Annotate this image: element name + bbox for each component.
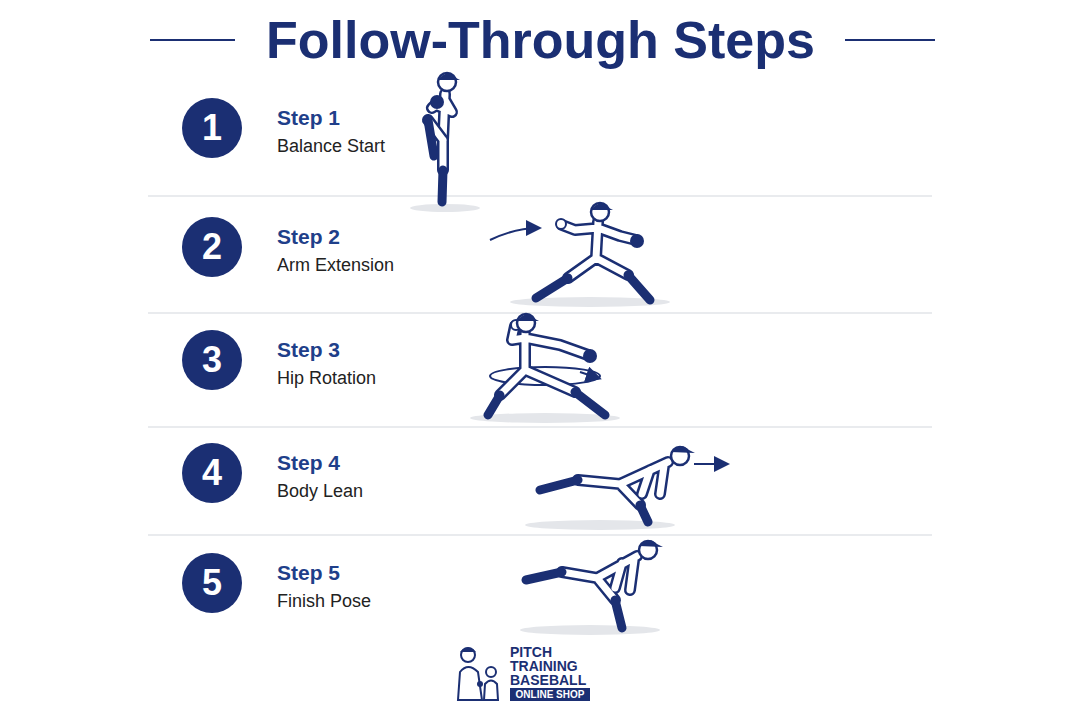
step-heading: Step 2 [277, 225, 340, 249]
step-number-circle: 4 [182, 443, 242, 503]
shop-badge: ONLINE SHOP [510, 688, 590, 701]
step-heading: Step 3 [277, 338, 340, 362]
step-number: 4 [202, 452, 222, 494]
step-number-circle: 1 [182, 98, 242, 158]
step-caption: Finish Pose [277, 591, 371, 612]
step-number-circle: 3 [182, 330, 242, 390]
step-number: 5 [202, 562, 222, 604]
diagram-title: Follow-Through Steps [266, 10, 815, 70]
step-caption: Arm Extension [277, 255, 394, 276]
step-caption: Hip Rotation [277, 368, 376, 389]
shop-logo-text: PITCH TRAINING BASEBALL [510, 645, 592, 687]
step-heading: Step 1 [277, 106, 340, 130]
step-number-circle: 2 [182, 217, 242, 277]
step-heading: Step 5 [277, 561, 340, 585]
step-caption: Balance Start [277, 136, 385, 157]
step-number: 2 [202, 226, 222, 268]
step-number-circle: 5 [182, 553, 242, 613]
step-caption: Body Lean [277, 481, 363, 502]
shop-label: ONLINE SHOP [516, 689, 585, 700]
step-number: 3 [202, 339, 222, 381]
step-heading: Step 4 [277, 451, 340, 475]
step-number: 1 [202, 107, 222, 149]
